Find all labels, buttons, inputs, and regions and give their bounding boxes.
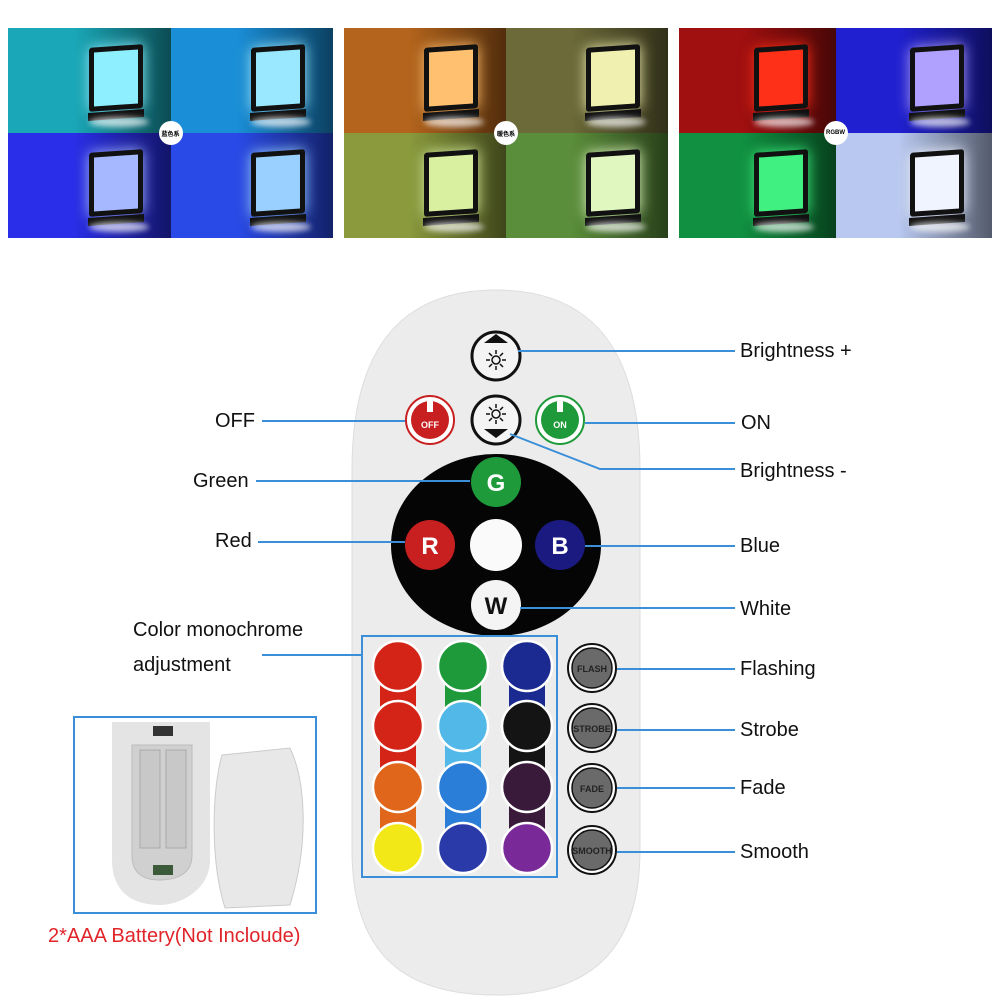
color-button[interactable] xyxy=(500,639,554,693)
callout-lines xyxy=(256,350,735,853)
floodlight-photo xyxy=(8,28,171,133)
mode-button-label: FADE xyxy=(580,784,604,794)
color-button[interactable] xyxy=(436,699,490,753)
floodlight-photo xyxy=(835,133,992,238)
off-label: OFF xyxy=(215,410,255,432)
color-grid-highlight xyxy=(361,635,558,878)
color-button[interactable] xyxy=(371,821,425,875)
brightness-up-button[interactable] xyxy=(470,330,522,382)
color-series-badge: 暖色系 xyxy=(494,121,518,145)
color-mono-label-line1: Color monochrome xyxy=(133,619,304,641)
color-button[interactable] xyxy=(500,699,554,753)
floodlight-photo xyxy=(506,28,668,133)
mode-button-fade[interactable]: FADE xyxy=(567,763,617,813)
color-button[interactable] xyxy=(436,639,490,693)
svg-text:R: R xyxy=(421,533,438,560)
floodlight-photo xyxy=(835,28,992,133)
mode-button-label: FLASH xyxy=(577,664,607,674)
floodlight-photo xyxy=(170,28,333,133)
battery-caption: 2*AAA Battery(Not Incloude) xyxy=(48,925,301,947)
floodlight-photo xyxy=(344,28,506,133)
color-button[interactable] xyxy=(371,639,425,693)
floodlight-photo xyxy=(679,133,836,238)
battery-compartment-photo xyxy=(112,722,304,909)
mode-button-label: STROBE xyxy=(573,724,611,734)
svg-text:G: G xyxy=(487,470,506,497)
blue-label: Blue xyxy=(740,535,781,557)
floodlight-photo xyxy=(344,133,506,238)
mode-button-smooth[interactable]: SMOOTH xyxy=(567,825,617,875)
mode-button-strobe[interactable]: STROBE xyxy=(567,703,617,753)
color-button[interactable] xyxy=(436,821,490,875)
blue-button[interactable]: B xyxy=(535,520,585,570)
red-button[interactable]: R xyxy=(405,520,455,570)
power-icon xyxy=(427,398,433,412)
photo-panel: 暖色系 xyxy=(344,28,668,238)
sun-icon xyxy=(486,404,506,424)
white-label: White xyxy=(740,598,792,620)
brightness-down-label: Brightness - xyxy=(740,460,847,482)
floodlight-photo xyxy=(170,133,333,238)
center-button[interactable] xyxy=(470,519,522,571)
brightness-down-button[interactable] xyxy=(470,394,522,446)
red-label: Red xyxy=(215,530,252,552)
smooth-label: Smooth xyxy=(740,841,809,863)
color-series-badge: RGBW xyxy=(823,121,848,145)
svg-text:W: W xyxy=(485,593,508,620)
color-button[interactable] xyxy=(371,699,425,753)
color-button[interactable] xyxy=(500,760,554,814)
power-icon xyxy=(557,398,563,412)
green-label: Green xyxy=(193,470,249,492)
on-button[interactable]: ON xyxy=(535,395,585,445)
color-series-badge: 蓝色系 xyxy=(158,121,183,145)
fade-label: Fade xyxy=(740,777,786,799)
photo-panel: 蓝色系 xyxy=(8,28,333,238)
on-label: ON xyxy=(741,412,771,434)
svg-text:B: B xyxy=(551,533,568,560)
floodlight-photo xyxy=(506,133,668,238)
green-button[interactable]: G xyxy=(471,457,521,507)
color-button[interactable] xyxy=(500,821,554,875)
mode-button-label: SMOOTH xyxy=(572,846,612,856)
remote-body xyxy=(351,289,641,996)
color-mono-label-line2: adjustment xyxy=(133,654,231,676)
floodlight-photo xyxy=(8,133,171,238)
flashing-label: Flashing xyxy=(740,658,816,680)
photo-panel: RGBW xyxy=(679,28,992,238)
off-button[interactable]: OFF xyxy=(405,395,455,445)
sun-icon xyxy=(486,350,506,370)
floodlight-photo xyxy=(679,28,836,133)
strobe-label: Strobe xyxy=(740,719,799,741)
color-button[interactable] xyxy=(436,760,490,814)
off-button-label: OFF xyxy=(421,420,439,430)
on-button-label: ON xyxy=(553,420,567,430)
mode-button-flash[interactable]: FLASH xyxy=(567,643,617,693)
color-button[interactable] xyxy=(371,760,425,814)
brightness-up-label: Brightness + xyxy=(740,340,852,362)
white-button[interactable]: W xyxy=(471,580,521,630)
